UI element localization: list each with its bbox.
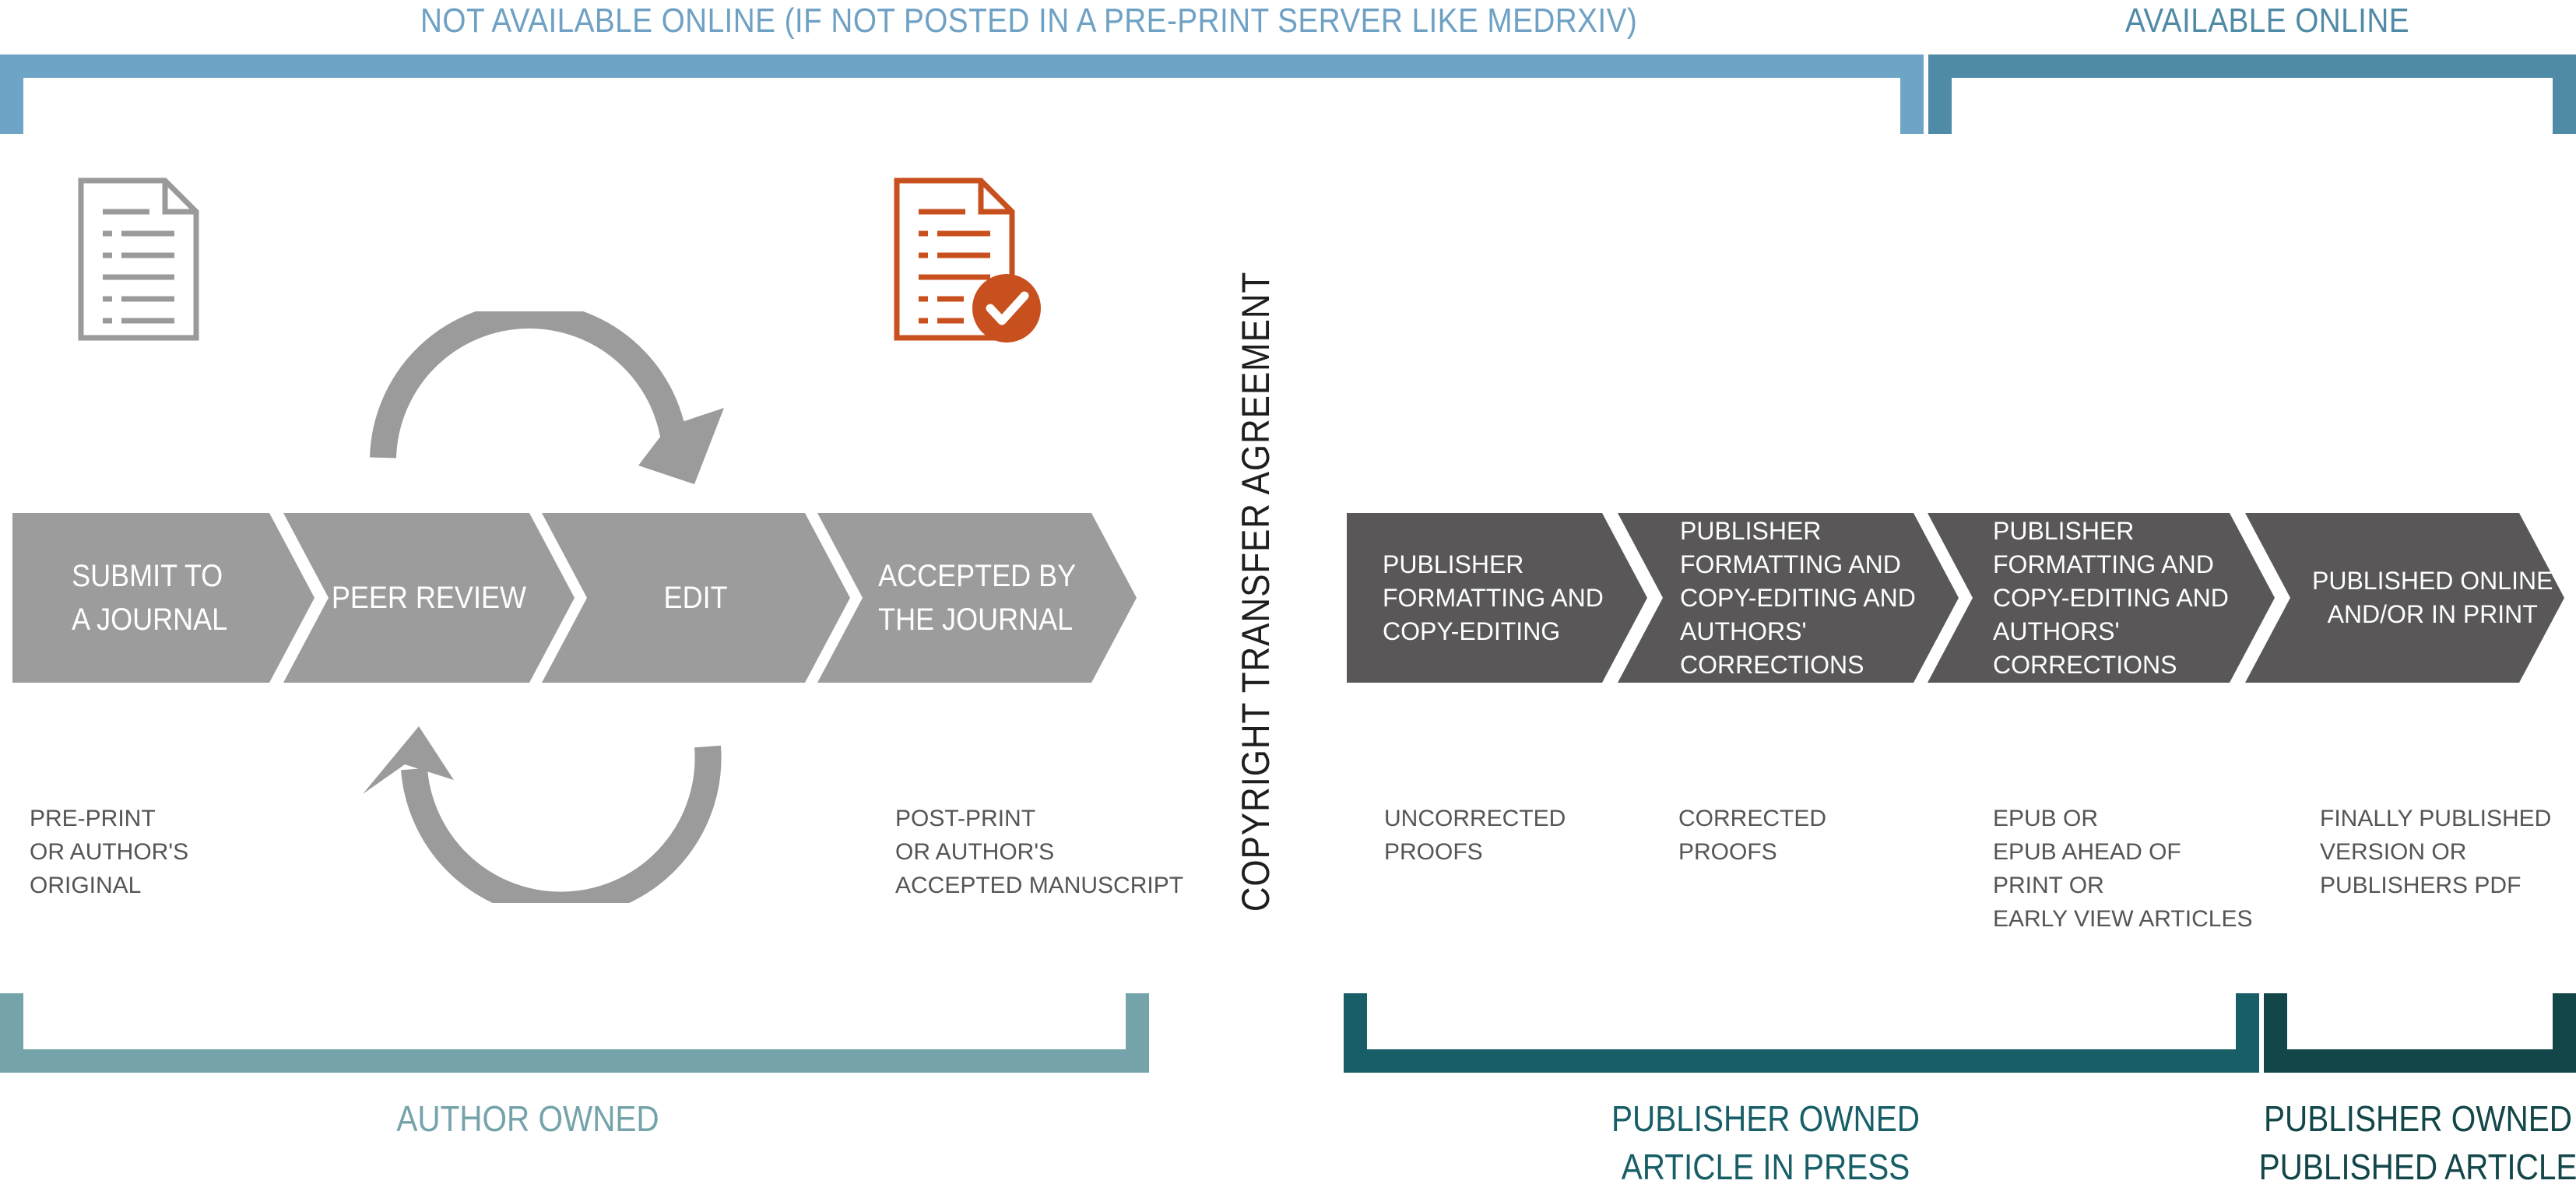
available-online-label: AVAILABLE ONLINE	[2125, 2, 2409, 40]
step-epub-formatting-label: PUBLISHER FORMATTING AND COPY-EDITING AN…	[1993, 516, 2229, 679]
step-publisher-formatting: PUBLISHER FORMATTING AND COPY-EDITING	[1347, 513, 1647, 683]
author-owned-label: AUTHOR OWNED	[396, 1098, 659, 1139]
step-submit-label: SUBMIT TO A JOURNAL	[71, 559, 228, 637]
not-available-bracket	[0, 54, 1924, 134]
article-in-press-label: PUBLISHER OWNED ARTICLE IN PRESS	[1611, 1094, 1920, 1191]
step-epub-formatting: PUBLISHER FORMATTING AND COPY-EDITING AN…	[1928, 513, 2275, 683]
step-edit-label: EDIT	[663, 581, 729, 615]
caption-uncorrected: UNCORRECTED PROOFS	[1384, 806, 1566, 865]
step-edit: EDIT	[542, 513, 850, 683]
step-publisher-formatting-label: PUBLISHER FORMATTING AND COPY-EDITING	[1383, 550, 1604, 645]
caption-postprint: POST-PRINT OR AUTHOR'S ACCEPTED MANUSCRI…	[895, 806, 1184, 898]
step-published-label: PUBLISHED ONLINE AND/OR IN PRINT	[2312, 567, 2553, 628]
caption-preprint: PRE-PRINT OR AUTHOR'S ORIGINAL	[30, 806, 189, 898]
author-owned-bracket	[0, 993, 1149, 1073]
not-available-online-label: NOT AVAILABLE ONLINE (IF NOT POSTED IN A…	[420, 2, 1638, 40]
available-bracket	[1928, 54, 2576, 134]
step-published: PUBLISHED ONLINE AND/OR IN PRINT	[2245, 513, 2564, 683]
article-in-press-line1: PUBLISHER OWNED	[1611, 1098, 1920, 1139]
accepted-document-icon	[894, 177, 1041, 343]
caption-corrected: CORRECTED PROOFS	[1678, 806, 1827, 865]
caption-epub: EPUB OR EPUB AHEAD OF PRINT OR EARLY VIE…	[1993, 806, 2253, 932]
article-in-press-line2: ARTICLE IN PRESS	[1621, 1147, 1910, 1187]
step-accepted: ACCEPTED BY THE JOURNAL	[817, 513, 1137, 683]
published-article-bracket	[2264, 993, 2576, 1073]
step-submit: SUBMIT TO A JOURNAL	[12, 513, 315, 683]
step-accepted-label: ACCEPTED BY THE JOURNAL	[877, 559, 1077, 637]
step-corrected-formatting-label: PUBLISHER FORMATTING AND COPY-EDITING AN…	[1680, 516, 1916, 679]
step-peer-review: PEER REVIEW	[283, 513, 575, 683]
published-article-line2: PUBLISHED ARTICLE	[2258, 1147, 2576, 1187]
copyright-transfer-agreement: COPYRIGHT TRANSFER AGREEMENT	[1234, 271, 1277, 912]
document-icon	[78, 177, 199, 341]
published-article-label: PUBLISHER OWNED PUBLISHED ARTICLE	[2259, 1094, 2576, 1191]
published-article-line1: PUBLISHER OWNED	[2264, 1098, 2572, 1139]
step-peer-review-label: PEER REVIEW	[331, 581, 527, 615]
caption-final: FINALLY PUBLISHED VERSION OR PUBLISHERS …	[2320, 806, 2552, 898]
cycle-arrow-icon	[363, 311, 724, 903]
article-in-press-bracket	[1344, 993, 2259, 1073]
step-corrected-formatting: PUBLISHER FORMATTING AND COPY-EDITING AN…	[1618, 513, 1959, 683]
